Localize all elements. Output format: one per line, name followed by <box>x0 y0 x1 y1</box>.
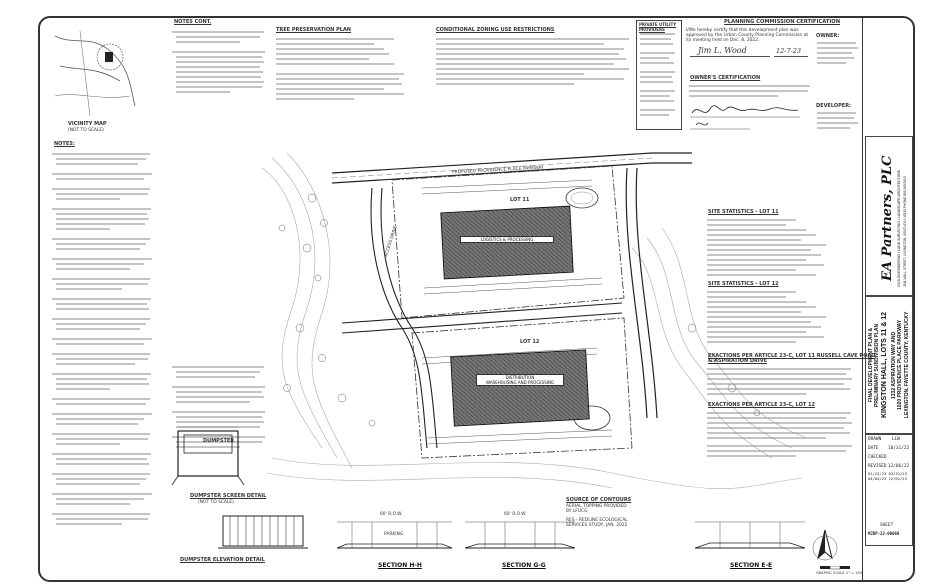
notes-text-block <box>52 153 152 525</box>
sheet-label: SHEET <box>880 523 894 528</box>
vicinity-map-scale: (NOT TO SCALE) <box>68 128 104 133</box>
site-plan-drawing <box>261 152 808 489</box>
revised-value: 12/06/22 <box>888 464 910 469</box>
revision-dates: 01/23/23 03/31/23 04/04/23 12/01/23 <box>868 471 907 481</box>
project-city: LEXINGTON, FAYETTE COUNTY, KENTUCKY <box>904 311 910 419</box>
source-text: AERIAL TOPPING PROVIDED BY LFUCG <box>566 504 627 514</box>
lot-12-label: LOT 12 <box>520 339 540 345</box>
notes-title: NOTES: <box>54 141 75 147</box>
sheet-number: MJDP-22-00069 <box>868 531 900 536</box>
utility-providers-title: PRIVATE UTILITY PROVIDERS <box>639 22 677 32</box>
firm-box: EA Partners, PLC CIVIL ENGINEERING • LAN… <box>865 136 913 296</box>
building-lot-12-label: DISTRIBUTION WAREHOUSING AND PROCESSING <box>476 374 564 386</box>
section-gg-title: SECTION G-G <box>502 562 546 569</box>
section-hh-title: SECTION H-H <box>378 562 422 569</box>
firm-services: CIVIL ENGINEERING • LAND SURVEYING • LAN… <box>897 170 901 287</box>
owner-label: OWNER: <box>816 33 840 39</box>
section-gg-drawing <box>464 521 576 549</box>
north-arrow-icon <box>812 529 838 561</box>
section-hh-row: 60' R.O.W. <box>380 512 403 517</box>
developer-address <box>817 112 858 129</box>
conditional-zoning-title: CONDITIONAL ZONING USE RESTRICTIONS <box>436 27 555 33</box>
vicinity-map-label: VICINITY MAP <box>68 121 107 127</box>
section-ee-title: SECTION E-E <box>730 562 773 569</box>
project-box: FINAL DEVELOPMENT PLAN & PRELIMINARY SUB… <box>865 296 913 434</box>
lot-11-label: LOT 11 <box>510 197 530 203</box>
exactions-text-2 <box>707 412 852 457</box>
site-stats-text-2 <box>707 291 826 343</box>
exactions-title-2: EXACTIONS PER ARTICLE 23-C, LOT 12 <box>708 402 816 408</box>
notes-cont-text-block-2 <box>172 366 265 448</box>
dumpster-elevation-title: DUMPSTER ELEVATION DETAIL <box>180 557 265 563</box>
exactions-title-1: EXACTIONS PER ARTICLE 23-C, LOT 11 RUSSE… <box>708 353 876 364</box>
plan-sheet: VICINITY MAP (NOT TO SCALE) NOTES: NO <box>38 16 915 582</box>
section-gg-row: 60' R.O.W. <box>504 512 527 517</box>
planning-date-line <box>774 56 808 57</box>
developer-label: DEVELOPER: <box>816 103 852 109</box>
graphic-scale-label: GRAPHIC SCALE 1" = 150' <box>816 571 863 575</box>
res-text: RES - REDLINE ECOLOGICAL SERVICES STUDY,… <box>566 518 628 528</box>
drawn-label: DRAWN <box>868 437 882 442</box>
vicinity-map <box>54 30 136 117</box>
title-block: EA Partners, PLC CIVIL ENGINEERING • LAN… <box>862 18 913 580</box>
revision-box: DRAWN LLW DATE 10/31/22 CHECKED REVISED … <box>865 434 913 546</box>
section-hh-drawing <box>336 521 453 549</box>
tree-plan-title: TREE PRESERVATION PLAN <box>276 27 351 33</box>
utility-providers-text <box>640 33 675 116</box>
project-address-2: 1020 PROVIDENCE PLACE PARKWAY <box>897 319 903 411</box>
graphic-scale-bar <box>820 566 850 570</box>
building-lot-12 <box>450 349 590 427</box>
conditional-zoning-text <box>436 38 629 85</box>
planning-cert-title: PLANNING COMMISSION CERTIFICATION <box>724 19 841 25</box>
date-value: 10/31/22 <box>888 446 910 451</box>
site-stats-text-1 <box>707 219 826 276</box>
date-label: DATE <box>868 446 879 451</box>
source-title: SOURCE OF CONTOURS <box>566 497 632 503</box>
drawn-by: LLW <box>892 437 900 442</box>
checked-label: CHECKED <box>868 455 887 460</box>
dumpster-elevation-drawing <box>218 515 308 549</box>
section-ee-drawing <box>694 521 806 549</box>
exactions-text-1 <box>707 368 852 395</box>
project-name: KINGSTON HALL, LOTS 11 & 12 <box>881 311 888 419</box>
planning-date: 12-7-23 <box>776 47 802 55</box>
building-lot-11-label: LOGISTICS & PROCESSING <box>460 236 554 243</box>
site-stats-title-2: SITE STATISTICS - LOT 12 <box>708 281 779 287</box>
tree-plan-text <box>276 38 404 100</box>
owners-cert-title: OWNER'S CERTIFICATION <box>690 75 761 81</box>
dumpster-detail-title: DUMPSTER SCREEN DETAIL <box>190 493 267 499</box>
dumpster-label: DUMPSTER <box>203 438 235 444</box>
dumpster-screen-detail <box>171 426 245 486</box>
owner-address <box>817 42 858 64</box>
plan-title: FINAL DEVELOPMENT PLAN & PRELIMINARY SUB… <box>868 323 880 407</box>
revised-label: REVISED <box>868 464 887 469</box>
planning-signature: Jim L. Wood <box>698 46 747 55</box>
site-stats-title-1: SITE STATISTICS - LOT 11 <box>708 209 779 215</box>
dumpster-detail-scale: (NOT TO SCALE) <box>198 500 234 505</box>
planning-signature-line <box>690 56 770 57</box>
owner-signature <box>690 105 800 130</box>
owners-cert-text <box>689 85 810 97</box>
firm-name: EA Partners, PLC <box>880 155 895 281</box>
utility-providers-box: PRIVATE UTILITY PROVIDERS <box>636 20 682 130</box>
notes-cont-title: NOTES CONT. <box>174 19 212 25</box>
section-hh-parking: PARKING <box>384 532 404 537</box>
planning-cert-box: PLANNING COMMISSION CERTIFICATION I/We h… <box>684 19 860 138</box>
notes-cont-text-block <box>172 31 265 93</box>
planning-cert-text: I/We hereby certify that this developmen… <box>686 28 809 43</box>
firm-address: 3111 WALL STREET, LEXINGTON, KENTUCKY 40… <box>903 176 907 287</box>
